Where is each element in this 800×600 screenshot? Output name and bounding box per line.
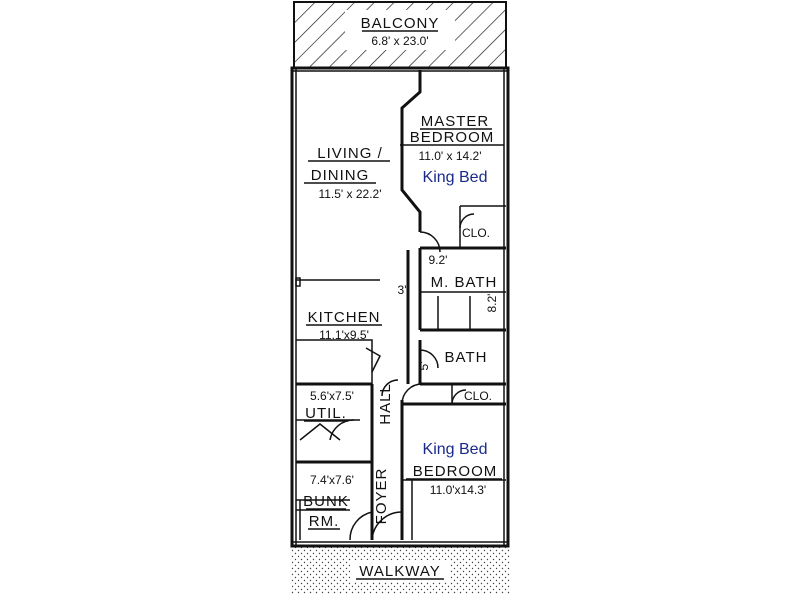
util-label: UTIL. (305, 405, 347, 422)
bunk-dims: 7.4'x7.6' (310, 473, 354, 487)
living-label-2: DINING (311, 167, 370, 184)
master-label-2: BEDROOM (410, 129, 495, 146)
walkway-label: WALKWAY (359, 563, 440, 580)
walkway-area (290, 546, 510, 594)
outer-walls (290, 66, 510, 548)
master-bath-label: M. BATH (431, 274, 498, 291)
hall-gap-dims: 3' (398, 283, 407, 297)
master-bath-depth: 8.2' (485, 294, 499, 313)
balcony-label: BALCONY (361, 15, 440, 32)
bunk-label-2: RM. (309, 513, 340, 530)
closet2-label: CLO. (464, 389, 492, 403)
bedroom-bed-note: King Bed (423, 441, 488, 458)
master-closet-label: CLO. (462, 226, 490, 240)
bunk-label-1: BUNK (303, 493, 349, 510)
foyer-label: FOYER (373, 468, 390, 525)
master-dims: 11.0' x 14.2' (418, 149, 481, 163)
living-label-1: LIVING / (317, 145, 383, 162)
bath-label: BATH (445, 349, 488, 366)
master-bed-note: King Bed (423, 169, 488, 186)
balcony-dims: 6.8' x 23.0' (371, 34, 428, 48)
util-dims: 5.6'x7.5' (310, 389, 354, 403)
master-bath-width: 9.2' (429, 253, 448, 267)
bedroom-label: BEDROOM (413, 463, 498, 480)
living-dims: 11.5' x 22.2' (318, 187, 381, 201)
master-label-1: MASTER (421, 113, 490, 130)
interior-walls (295, 70, 506, 541)
bedroom-dims: 11.0'x14.3' (430, 483, 486, 497)
kitchen-dims: 11.1'x9.5' (319, 328, 369, 342)
hall-label: HALL (377, 383, 394, 425)
balcony-area (293, 1, 507, 69)
kitchen-label: KITCHEN (308, 309, 381, 326)
bath-dims: 5' (417, 362, 431, 371)
